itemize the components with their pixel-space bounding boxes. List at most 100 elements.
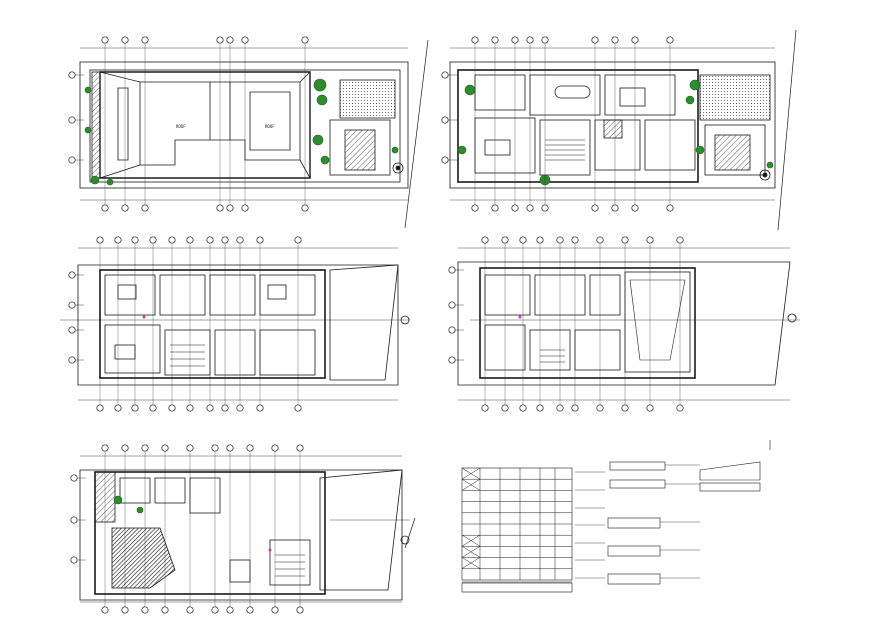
grid-bubble bbox=[96, 404, 104, 412]
grid-bubble bbox=[101, 204, 109, 212]
grid-bubble bbox=[296, 444, 304, 452]
grid-bubble bbox=[676, 236, 684, 244]
door-window-schedule-table bbox=[461, 467, 572, 580]
roof-main-outline bbox=[99, 71, 311, 179]
grid-bubble bbox=[186, 404, 194, 412]
schedule-cross-mark bbox=[461, 534, 481, 547]
grid-bubble bbox=[301, 36, 309, 44]
grid-bubble bbox=[611, 204, 619, 212]
grid-bubble bbox=[631, 36, 639, 44]
grid-bubble bbox=[511, 36, 519, 44]
grid-bubble bbox=[206, 404, 214, 412]
basement-panel bbox=[79, 469, 410, 601]
grid-bubble bbox=[70, 556, 78, 564]
grid-bubble bbox=[68, 156, 76, 164]
grid-bubble bbox=[556, 236, 564, 244]
grid-bubble bbox=[149, 404, 157, 412]
grid-bubble bbox=[448, 301, 456, 309]
grid-bubble bbox=[141, 204, 149, 212]
grid-bubble bbox=[161, 606, 169, 614]
grid-bubble bbox=[556, 404, 564, 412]
grid-bubble bbox=[471, 36, 479, 44]
grid-bubble bbox=[141, 606, 149, 614]
grid-bubble bbox=[186, 606, 194, 614]
grid-bubble bbox=[141, 444, 149, 452]
grid-bubble bbox=[511, 204, 519, 212]
grid-bubble bbox=[596, 404, 604, 412]
grid-bubble bbox=[481, 404, 489, 412]
grid-bubble bbox=[216, 204, 224, 212]
grid-bubble bbox=[68, 356, 76, 364]
grid-bubble bbox=[621, 236, 629, 244]
grid-line-bubbles bbox=[68, 36, 790, 614]
grid-bubble bbox=[571, 236, 579, 244]
schedule-cross-mark bbox=[461, 557, 481, 569]
grid-bubble bbox=[571, 404, 579, 412]
grid-bubble bbox=[541, 204, 549, 212]
grid-bubble bbox=[646, 404, 654, 412]
second-floor-panel bbox=[457, 261, 800, 386]
grid-bubble bbox=[101, 444, 109, 452]
schedule-panel bbox=[461, 440, 771, 593]
grid-bubble bbox=[114, 236, 122, 244]
grid-bubble bbox=[448, 326, 456, 334]
grid-bubble bbox=[526, 204, 534, 212]
detail-elevation-2 bbox=[609, 479, 666, 489]
grid-bubble bbox=[70, 516, 78, 524]
grid-bubble bbox=[501, 404, 509, 412]
grid-bubble bbox=[68, 271, 76, 279]
grid-bubble bbox=[519, 404, 527, 412]
roof-label-left: ROOF bbox=[176, 124, 186, 129]
grid-bubble bbox=[591, 204, 599, 212]
grid-bubble bbox=[149, 236, 157, 244]
grid-bubble bbox=[68, 116, 76, 124]
grid-bubble bbox=[448, 266, 456, 274]
grid-bubble bbox=[441, 116, 449, 124]
grid-bubble bbox=[168, 236, 176, 244]
grid-bubble bbox=[96, 236, 104, 244]
grid-bubble bbox=[121, 204, 129, 212]
ground-landscape bbox=[457, 79, 774, 186]
grid-bubble bbox=[631, 204, 639, 212]
detail-elevation-3 bbox=[699, 461, 761, 481]
grid-bubble bbox=[101, 36, 109, 44]
grid-bubble bbox=[481, 236, 489, 244]
ground-floor-panel bbox=[449, 61, 776, 189]
grid-bubble bbox=[241, 36, 249, 44]
grid-bubble bbox=[296, 606, 304, 614]
grid-bubble bbox=[186, 236, 194, 244]
grid-bubble bbox=[206, 236, 214, 244]
grid-bubble bbox=[536, 236, 544, 244]
schedule-cross-mark bbox=[461, 467, 481, 480]
roof-plan-panel: ROOF ROOF bbox=[79, 61, 409, 189]
grid-bubble bbox=[501, 236, 509, 244]
grid-bubble bbox=[271, 444, 279, 452]
schedule-cross-mark bbox=[461, 545, 481, 558]
grid-bubble bbox=[68, 326, 76, 334]
grid-bubble bbox=[596, 236, 604, 244]
detail-section-2 bbox=[607, 545, 661, 557]
roof-label-right: ROOF bbox=[265, 124, 275, 129]
grid-bubble bbox=[541, 36, 549, 44]
grid-bubble bbox=[161, 444, 169, 452]
roof-landscape bbox=[84, 78, 399, 186]
grid-bubble bbox=[676, 404, 684, 412]
grid-bubble bbox=[68, 71, 76, 79]
grid-bubble bbox=[448, 356, 456, 364]
grid-bubble bbox=[216, 36, 224, 44]
grid-bubble bbox=[491, 36, 499, 44]
grid-bubble bbox=[519, 236, 527, 244]
grid-bubble bbox=[294, 236, 302, 244]
schedule-cross-mark bbox=[461, 478, 481, 491]
grid-bubble bbox=[236, 236, 244, 244]
grid-bubble bbox=[101, 606, 109, 614]
grid-bubble bbox=[491, 204, 499, 212]
grid-bubble bbox=[666, 36, 674, 44]
grid-bubble bbox=[526, 36, 534, 44]
grid-bubble bbox=[536, 404, 544, 412]
grid-bubble bbox=[68, 301, 76, 309]
grid-bubble bbox=[271, 606, 279, 614]
grid-bubble bbox=[646, 236, 654, 244]
